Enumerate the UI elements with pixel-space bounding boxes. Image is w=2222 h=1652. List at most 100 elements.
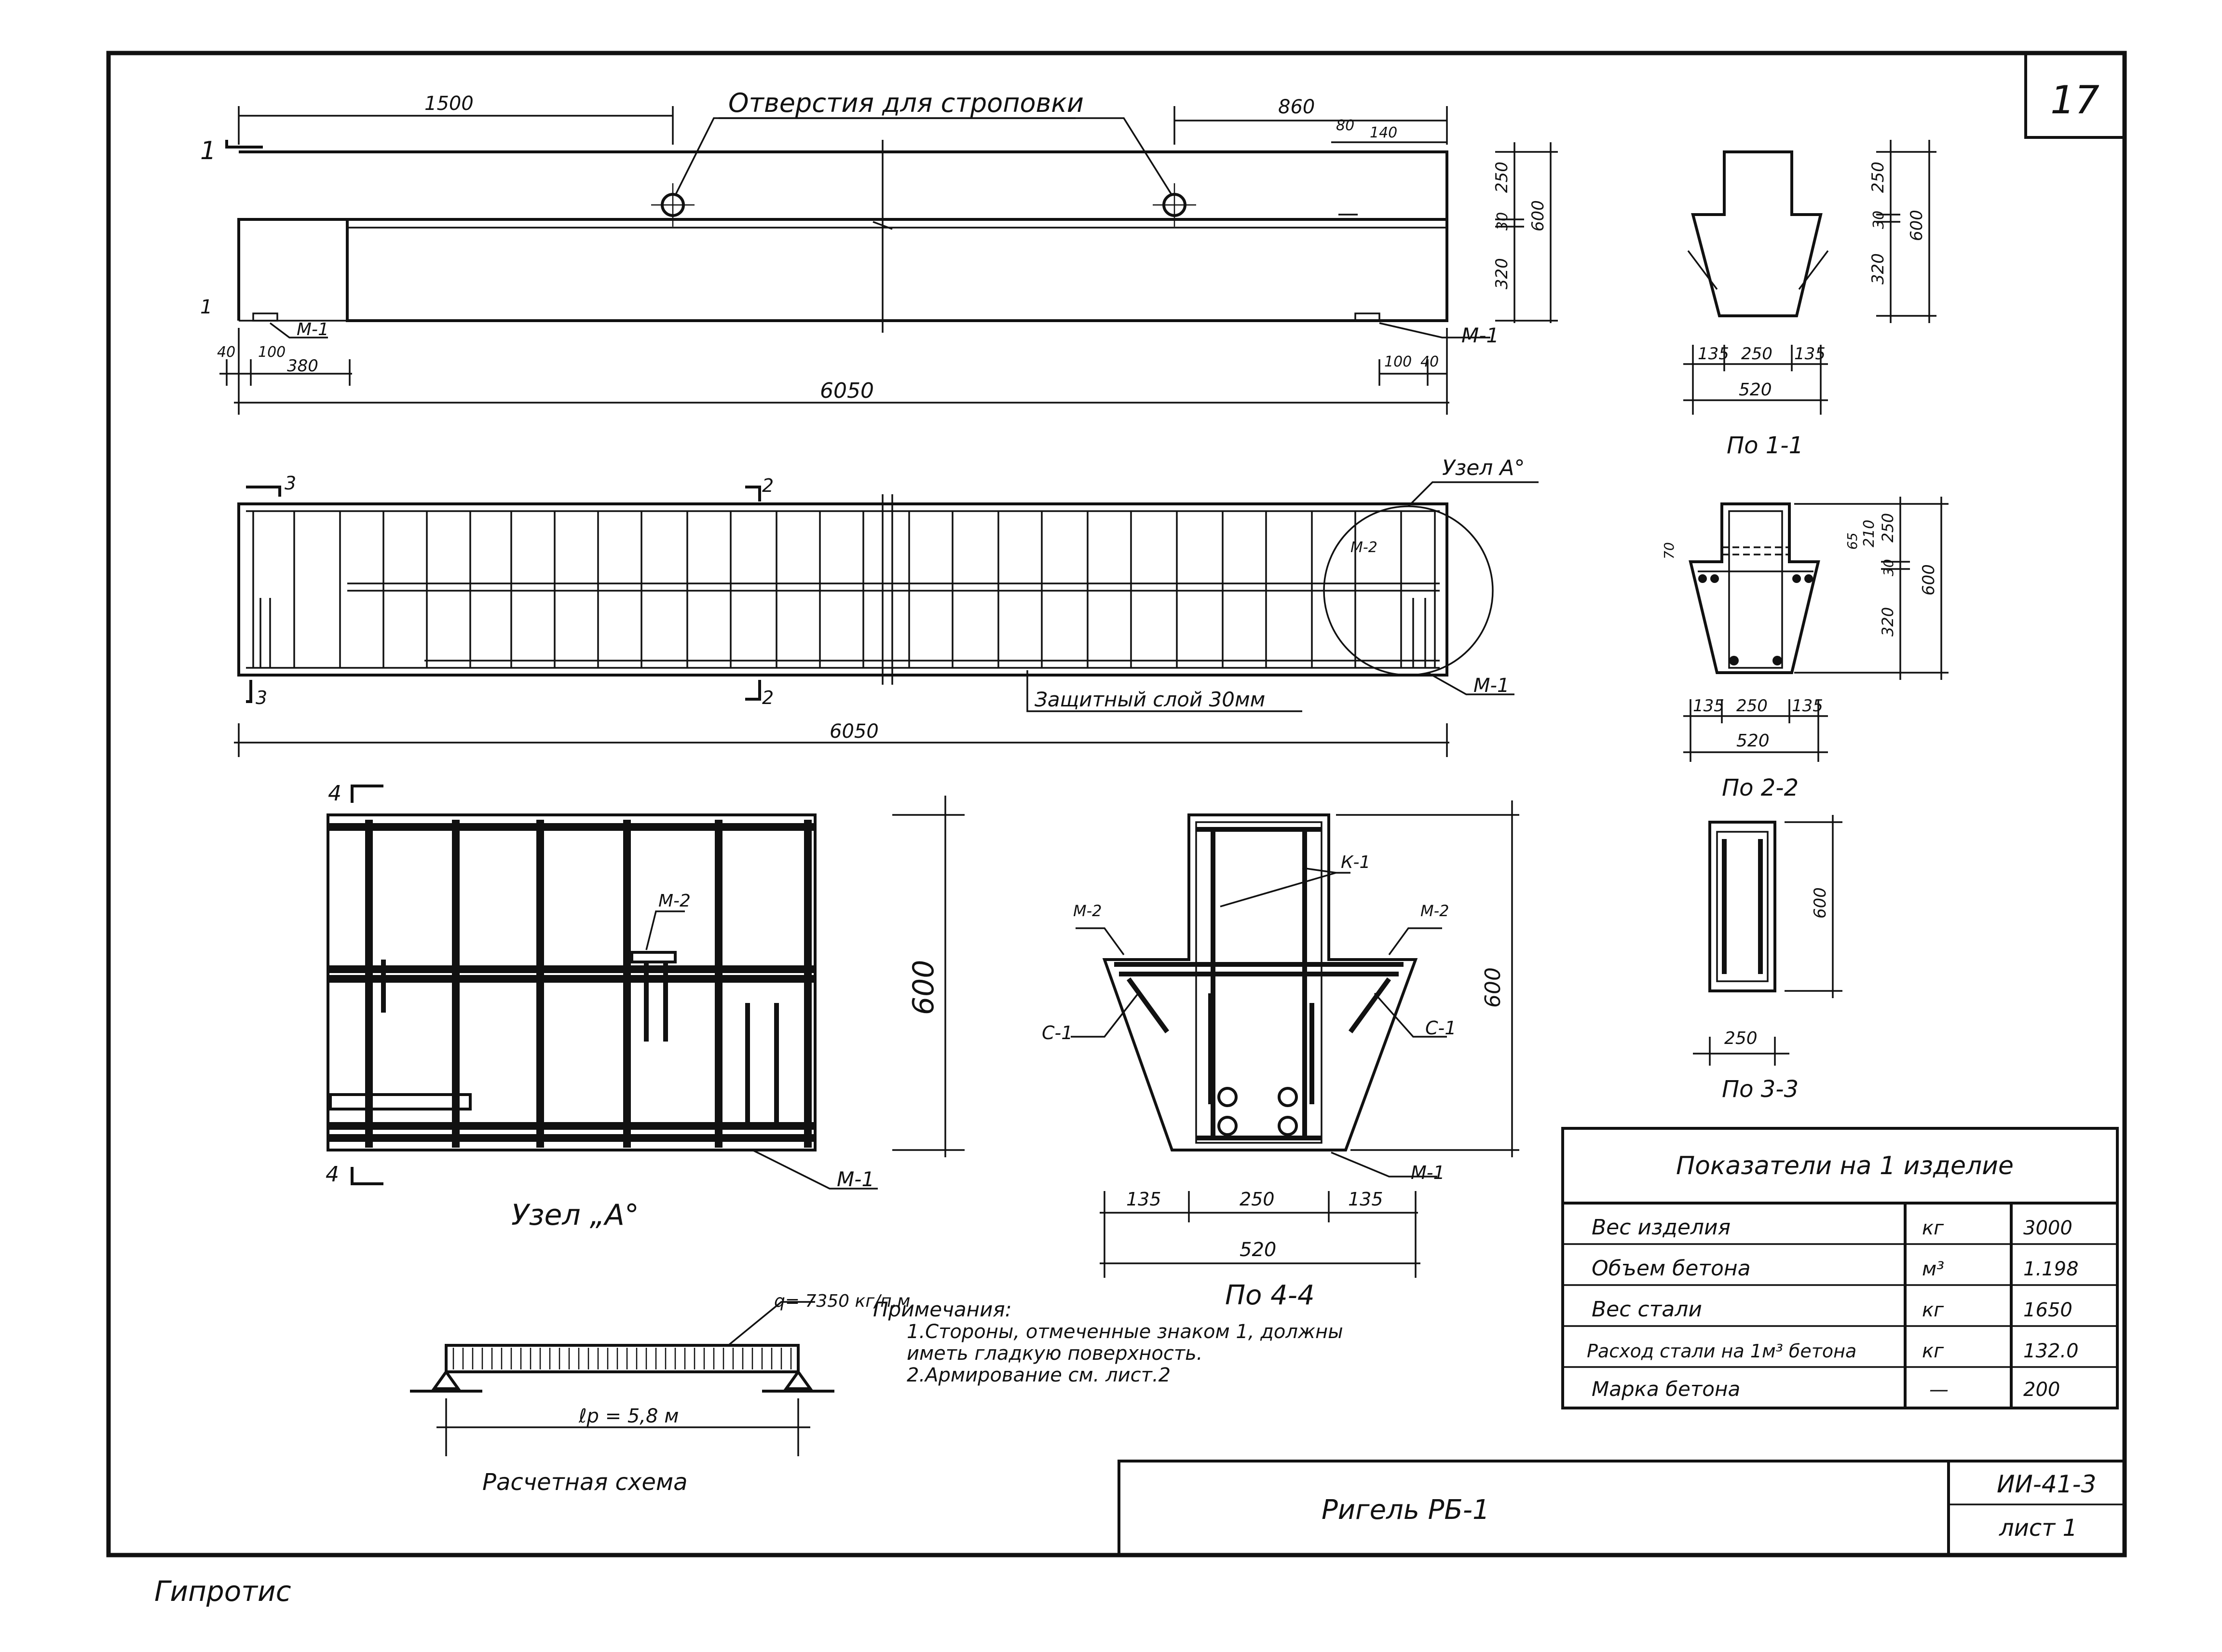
section-1-1-title: По 1-1 [1727,432,1803,459]
node-a-title: Узел „А° [511,1198,639,1232]
s44-k1: К-1 [1341,853,1370,872]
s22-dim-135-left: 135 [1693,696,1724,716]
dim-140: 140 [1370,124,1397,141]
table-row: Расход стали на 1м³ бетона кг 132.0 [1587,1340,2079,1362]
dim-side-30: 30 [1494,212,1511,230]
table-header: Показатели на 1 изделие [1676,1151,2014,1180]
cover-layer-note: Защитный слой 30мм [1035,688,1265,711]
lifting-holes-label: Отверстия для строповки [728,88,1084,118]
section-mark-bottom: 1 [200,296,212,318]
plan-embedded-m1: М-1 [1473,675,1509,697]
dim-80: 80 [1336,117,1354,134]
s11-dim-250: 250 [1868,162,1888,193]
dim-side-250: 250 [1492,162,1512,193]
span-label: ℓр = 5,8 м [578,1405,679,1427]
note-line-2: иметь гладкую поверхность. [907,1342,1202,1365]
row-value: 1.198 [2023,1258,2079,1280]
section-mark-top: 1 [200,136,216,165]
dim-100-right: 100 [1384,353,1412,370]
s11-dim-250-bottom: 250 [1741,344,1772,364]
s44-dim-250: 250 [1240,1189,1275,1210]
title-block: Ригель РБ-1 ИИ-41-3 лист 1 [1118,1460,2126,1557]
beam-elevation: Отверстия для строповки 1500 860 80 140 … [200,88,1558,415]
series-code: ИИ-41-3 [1997,1470,2096,1498]
s22-dim-320: 320 [1879,607,1897,636]
s11-dim-600: 600 [1907,210,1926,241]
row-unit: — [1929,1379,1949,1401]
row-unit: м³ [1922,1258,1944,1280]
table-row: Объем бетона м³ 1.198 [1592,1256,2079,1281]
embedded-m1-right: М-1 [1461,324,1499,347]
notes: Примечания: 1.Стороны, отмеченные знаком… [873,1298,1343,1386]
plan-section-3-bottom: 3 [256,687,267,708]
table-row: Марка бетона — 200 [1592,1377,2060,1401]
section-2-2-title: По 2-2 [1722,774,1799,801]
sheet-number: 17 [2050,78,2099,122]
distributed-load-label: q= 7350 кг/п.м. [774,1291,916,1311]
stirrups [252,511,1436,668]
dim-40-left: 40 [217,344,235,361]
row-unit: кг [1922,1340,1944,1362]
s44-dim-135-left: 135 [1126,1189,1161,1210]
node-a-detail: М-2 М-1 4 4 600 Узел „А° [326,781,965,1232]
drawing-title: Ригель РБ-1 [1322,1494,1490,1526]
dim-380: 380 [287,356,318,376]
dim-overall-plan: 6050 [830,720,879,743]
s22-dim-30: 30 [1881,559,1896,576]
row-value: 132.0 [2023,1340,2079,1362]
load-hatch [452,1348,792,1369]
s11-dim-320: 320 [1868,253,1888,284]
embedded-m1-left: М-1 [297,320,329,339]
sheet-label: лист 1 [1999,1515,2077,1542]
row-unit: кг [1922,1299,1944,1321]
s44-dim-520: 520 [1240,1239,1276,1261]
design-scheme-title: Расчетная схема [482,1469,687,1496]
section-4-4-title: По 4-4 [1225,1280,1315,1311]
plan-section-2-bottom: 2 [762,687,774,708]
s22-dim-70: 70 [1661,542,1677,559]
section-4-4: К-1 М-2 М-2 С-1 С-1 М-1 600 135 250 135 … [1042,800,1519,1311]
left-support [431,1369,461,1390]
s22-dim-600: 600 [1919,564,1938,596]
s33-dim-600: 600 [1811,887,1830,919]
s44-m2-left: М-2 [1073,902,1102,920]
s22-dim-135-right: 135 [1792,696,1823,716]
beam-plan: Узел А° М-2 М-1 Защитный слой 30мм 3 2 3… [234,456,1539,757]
s22-dim-250: 250 [1879,513,1897,542]
table-row: Вес изделия кг 3000 [1592,1215,2072,1240]
s11-dim-520: 520 [1739,380,1772,400]
note-line-1: 1.Стороны, отмеченные знаком 1, должны [907,1321,1343,1343]
node-section-4-bottom: 4 [326,1162,339,1187]
row-name: Расход стали на 1м³ бетона [1587,1341,1856,1362]
node-dim-600: 600 [907,960,941,1015]
node-embedded-m1: М-1 [837,1167,874,1191]
row-name: Объем бетона [1592,1256,1751,1281]
section-1-1: 250 30 320 600 135 250 135 520 По 1-1 [1683,140,1936,459]
section-2-2: 70 65 210 250 30 320 600 135 250 135 520… [1661,497,1949,801]
s22-dim-520: 520 [1736,731,1770,751]
row-value: 3000 [2023,1217,2072,1239]
dim-100-left: 100 [258,344,286,361]
s22-dim-65: 65 [1844,532,1860,550]
dim-side-600: 600 [1528,200,1548,231]
s44-m2-right: М-2 [1420,902,1449,920]
note-line-3: 2.Армирование см. лист.2 [907,1364,1171,1386]
s33-dim-250: 250 [1724,1029,1758,1048]
dim-side-320: 320 [1492,258,1512,289]
row-name: Вес стали [1592,1297,1702,1322]
node-embedded-m2: М-2 [658,891,691,911]
s44-c1-right: С-1 [1425,1017,1456,1039]
right-support [783,1369,813,1390]
indicators-table: Показатели на 1 изделие Вес изделия кг 3… [1561,1127,2119,1409]
design-scheme: q= 7350 кг/п.м. ℓр = 5,8 м Расчетная схе… [410,1291,916,1496]
s44-dim-600: 600 [1481,967,1505,1008]
plan-section-3-top: 3 [285,473,296,494]
organization-stamp: Гипротис [154,1575,291,1608]
row-value: 200 [2023,1379,2060,1401]
s22-dim-250-bottom: 250 [1736,696,1768,716]
section-3-3-title: По 3-3 [1722,1076,1799,1103]
dim-860: 860 [1278,96,1315,118]
plan-section-2-top: 2 [762,475,774,496]
row-value: 1650 [2023,1299,2072,1321]
